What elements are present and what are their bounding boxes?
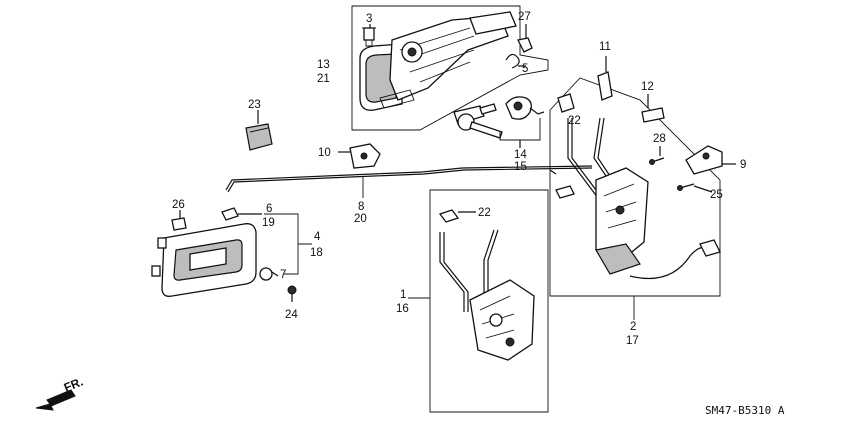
key-cylinder-set: [453, 96, 545, 148]
cap-6: [221, 207, 262, 221]
clip-7: [259, 267, 279, 281]
outside-handle-assembly: [351, 5, 549, 131]
callout-24: 24: [285, 309, 298, 321]
diagram-code: SM47-B5310 A: [705, 404, 785, 417]
door-rod: [225, 165, 593, 198]
clip-27: [517, 24, 533, 53]
callout-26: 26: [172, 199, 185, 211]
latch-10: [338, 143, 381, 169]
callout-19: 19: [262, 217, 275, 229]
bolt-3: [362, 24, 376, 47]
callout-11: 11: [599, 41, 611, 53]
callout-7: 7: [280, 269, 286, 281]
callout-1: 1: [400, 289, 406, 301]
callout-28: 28: [653, 133, 666, 145]
callout-23: 23: [248, 99, 261, 111]
clip-26: [171, 210, 187, 231]
callout-13: 13: [317, 59, 330, 71]
callout-3: 3: [366, 13, 372, 25]
door-lock-assembly-center: [408, 189, 549, 413]
callout-9: 9: [740, 159, 746, 171]
callout-25: 25: [710, 189, 723, 201]
callout-15: 15: [514, 161, 527, 173]
callout-18: 18: [310, 247, 323, 259]
callout-21: 21: [317, 73, 330, 85]
spring-clip-5: [505, 53, 526, 69]
inside-handle: [151, 223, 257, 297]
front-direction-arrow: FR.: [35, 375, 85, 411]
callout-12: 12: [641, 81, 654, 93]
door-lock-assembly-right: [549, 77, 721, 320]
striker-9: [685, 145, 736, 175]
callout-6: 6: [266, 203, 272, 215]
spacer-12: [641, 94, 665, 123]
callout-16: 16: [396, 303, 409, 315]
callout-10: 10: [318, 147, 331, 159]
callout-22b: 22: [478, 207, 491, 219]
screw-25: [677, 183, 713, 193]
callout-5: 5: [522, 63, 528, 75]
callout-17: 17: [626, 335, 639, 347]
callout-14: 14: [514, 149, 527, 161]
callout-20: 20: [354, 213, 367, 225]
callout-8: 8: [358, 201, 364, 213]
callout-4: 4: [314, 231, 321, 243]
lock-cover-23: [245, 110, 273, 151]
screw-28: [649, 146, 665, 165]
callout-27: 27: [518, 11, 531, 23]
callout-2: 2: [630, 321, 636, 333]
screw-24: [287, 285, 297, 302]
clip-11: [597, 56, 613, 101]
callout-22a: 22: [568, 115, 581, 127]
direction-label: FR.: [62, 375, 85, 395]
